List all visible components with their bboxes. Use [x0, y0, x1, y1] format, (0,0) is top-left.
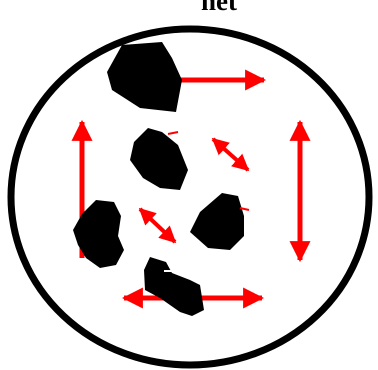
particle-right [190, 193, 244, 250]
diagram-title: net [201, 0, 237, 16]
arrow-diagonal-lower [140, 209, 175, 242]
particle-center-upper [130, 128, 188, 190]
particle-top [107, 42, 182, 112]
particle-bottom [144, 257, 204, 316]
arrow-diagonal-upper [213, 139, 248, 170]
particle-center-upper-edge [168, 132, 178, 134]
